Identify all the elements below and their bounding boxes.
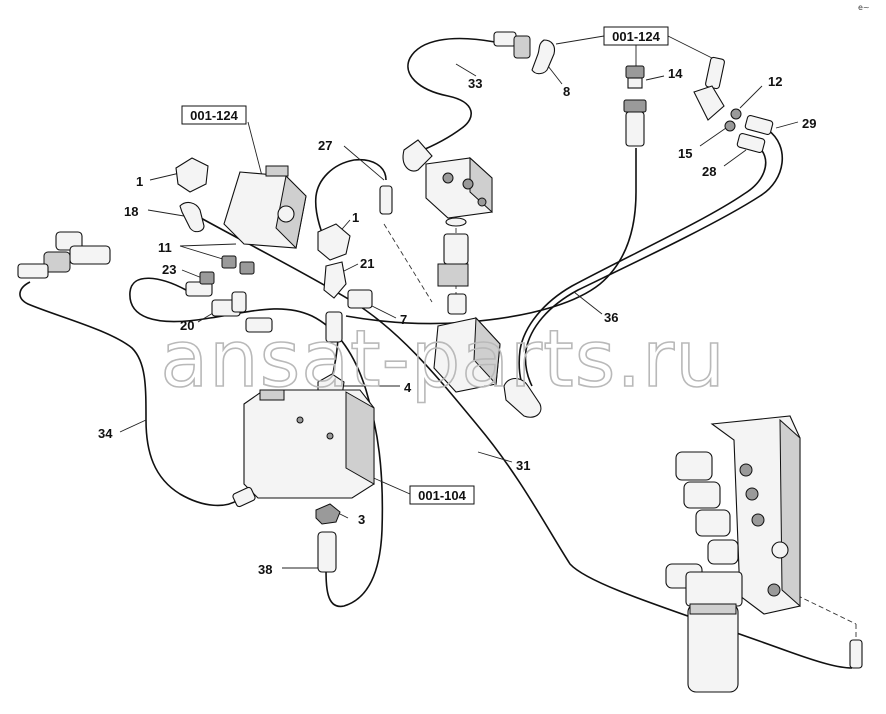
callout-20: 20 bbox=[180, 318, 194, 333]
hose-20 bbox=[129, 277, 384, 608]
leader-11a bbox=[179, 245, 227, 261]
leader-23 bbox=[181, 269, 203, 279]
fitting-27-end bbox=[379, 185, 393, 215]
callout-1-left: 1 bbox=[136, 174, 143, 189]
leader-29 bbox=[775, 121, 799, 129]
leader-31 bbox=[477, 451, 513, 463]
leader-28 bbox=[723, 149, 747, 167]
callout-15: 15 bbox=[678, 146, 692, 161]
hose-36b bbox=[518, 147, 767, 391]
leader-ref-tr-c bbox=[667, 35, 717, 61]
leader-ref-l bbox=[247, 121, 263, 177]
callout-21: 21 bbox=[360, 256, 374, 271]
callout-11: 11 bbox=[158, 240, 172, 255]
watermark: ansat-parts.ru bbox=[160, 315, 725, 405]
fitting-3 bbox=[315, 503, 341, 525]
ref-bottom: 001-104 bbox=[409, 485, 475, 505]
callout-34: 34 bbox=[98, 426, 113, 441]
callout-28: 28 bbox=[702, 164, 716, 179]
leader-11b bbox=[179, 243, 237, 247]
callout-12: 12 bbox=[768, 74, 782, 89]
leader-12 bbox=[739, 85, 763, 109]
hose-34 bbox=[19, 281, 239, 507]
parts bbox=[17, 31, 863, 693]
leader-34 bbox=[119, 419, 147, 433]
callout-27: 27 bbox=[318, 138, 332, 153]
filter-canister bbox=[685, 571, 743, 693]
callout-38: 38 bbox=[258, 562, 272, 577]
callout-29: 29 bbox=[802, 116, 816, 131]
tee-fitting-left bbox=[17, 231, 111, 279]
dash-to-bottom-right bbox=[789, 591, 857, 625]
hose-27 bbox=[314, 158, 387, 255]
callout-7: 7 bbox=[400, 312, 407, 327]
fitting-14 bbox=[623, 65, 647, 147]
callout-31: 31 bbox=[516, 458, 530, 473]
lower-valve-block bbox=[433, 316, 501, 393]
callout-4: 4 bbox=[404, 380, 412, 395]
fitting-cluster bbox=[185, 255, 273, 333]
fitting-vertical bbox=[325, 311, 343, 343]
fitting-bottom-right bbox=[849, 639, 863, 669]
callout-8: 8 bbox=[563, 84, 570, 99]
leader-15 bbox=[699, 127, 727, 147]
corner-mark: e~ bbox=[858, 3, 870, 12]
elbow-18 bbox=[179, 201, 205, 233]
elbow-33-lower bbox=[402, 139, 433, 172]
svg-text:001-124: 001-124 bbox=[190, 108, 238, 123]
callout-3: 3 bbox=[358, 512, 365, 527]
sensor-12 bbox=[693, 56, 742, 132]
fitting-34-end bbox=[232, 486, 256, 508]
leader-33 bbox=[455, 63, 477, 77]
callout-14: 14 bbox=[668, 66, 683, 81]
callout-36: 36 bbox=[604, 310, 618, 325]
leader-21 bbox=[341, 263, 359, 273]
hose-14 bbox=[345, 148, 637, 325]
elbow-8 bbox=[531, 39, 556, 75]
callout-23: 23 bbox=[162, 262, 176, 277]
leader-27 bbox=[343, 145, 385, 181]
leader-ref-tr-a bbox=[555, 35, 605, 45]
leader-18 bbox=[147, 209, 185, 217]
hoses bbox=[19, 37, 853, 669]
bracket-1-left bbox=[175, 157, 209, 193]
leader-8 bbox=[547, 65, 563, 85]
leader-14 bbox=[645, 75, 665, 81]
hydraulic-manifold bbox=[665, 415, 801, 615]
callout-1-mid: 1 bbox=[352, 210, 359, 225]
valve-block bbox=[425, 156, 493, 219]
ref-left: 001-124 bbox=[181, 105, 247, 125]
hose-end-33 bbox=[493, 31, 531, 59]
svg-text:001-104: 001-104 bbox=[418, 488, 466, 503]
leader-36 bbox=[573, 291, 603, 315]
dash-stack-left bbox=[383, 223, 433, 303]
elbow-21 bbox=[323, 261, 347, 299]
svg-text:001-124: 001-124 bbox=[612, 29, 660, 44]
callout-33: 33 bbox=[468, 76, 482, 91]
pump-motor bbox=[223, 165, 307, 250]
tank bbox=[243, 389, 375, 499]
valve-stack bbox=[437, 217, 469, 315]
fitting-7 bbox=[347, 289, 373, 309]
bracket-1-mid bbox=[317, 223, 351, 261]
callout-18: 18 bbox=[124, 204, 138, 219]
ref-top-right: 001-124 bbox=[603, 26, 669, 46]
fitting-38 bbox=[317, 531, 337, 573]
hose-36 bbox=[524, 129, 783, 387]
hose-33 bbox=[407, 37, 496, 153]
callouts: 33 8 14 12 29 15 28 27 1 18 1 11 23 21 2… bbox=[98, 66, 816, 577]
elbow-lower bbox=[503, 377, 542, 418]
fittings-28-29 bbox=[736, 114, 774, 154]
